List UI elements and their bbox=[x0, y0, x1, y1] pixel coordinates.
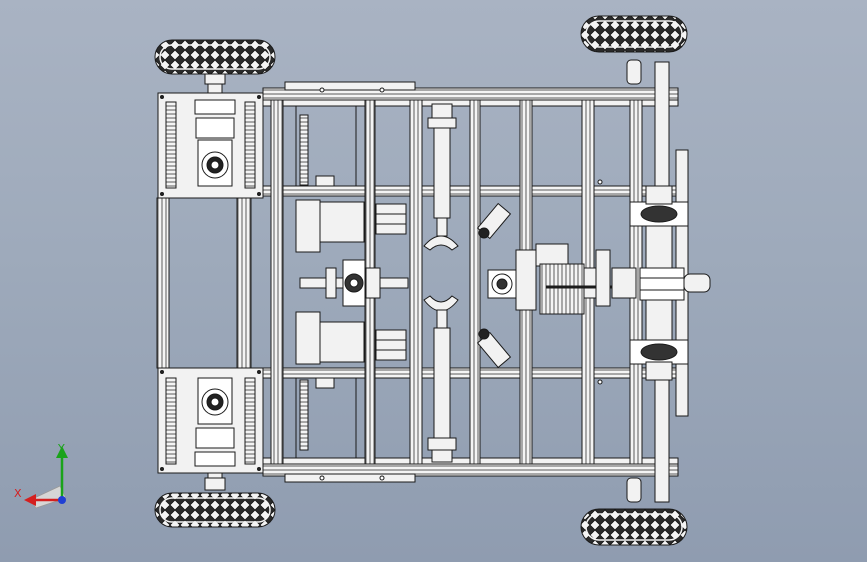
steering-assembly bbox=[487, 243, 637, 315]
wheel-rear-right bbox=[580, 508, 688, 546]
actuator-lower bbox=[423, 295, 459, 463]
drive-module-upper bbox=[295, 199, 407, 253]
wheel-front-left bbox=[154, 39, 276, 75]
triad-x-label: X bbox=[14, 487, 22, 500]
wheel-rear-left bbox=[154, 492, 276, 528]
coordinate-triad: X Y bbox=[14, 442, 68, 509]
motor-plate-bottom-left bbox=[157, 367, 264, 474]
triad-y-label: Y bbox=[57, 442, 65, 455]
center-gearbox bbox=[299, 259, 409, 307]
pipe-lower bbox=[476, 328, 512, 369]
triad-z-axis bbox=[58, 496, 66, 504]
actuator-upper bbox=[423, 103, 459, 251]
rear-axle-assembly bbox=[626, 59, 711, 503]
wheel-front-right bbox=[580, 15, 688, 53]
drive-module-lower bbox=[295, 311, 407, 365]
motor-plate-top-left bbox=[157, 92, 264, 199]
pipe-upper bbox=[476, 202, 512, 240]
